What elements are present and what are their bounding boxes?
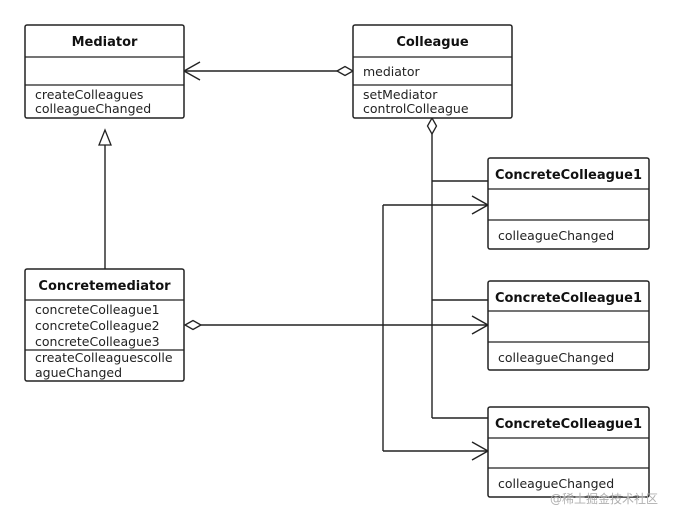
class-concrete-colleague[interactable]: ConcreteColleague1 colleagueChanged [487,406,650,498]
class-colleague[interactable]: Colleague mediator setMediator controlCo… [352,24,513,119]
method-label: createColleaguescolle [35,350,173,365]
concretemediator-mediator-generalization [98,128,112,269]
method-label: agueChanged [35,365,122,380]
aggregation-diamond-icon [183,319,203,331]
class-title: ConcreteColleague1 [495,291,642,306]
concretemediator-colleagues-association [183,195,490,461]
method-label: colleagueChanged [498,476,614,491]
attribute-label: concreteColleague2 [35,318,160,333]
aggregation-diamond-icon [335,65,355,77]
class-concrete-colleague[interactable]: ConcreteColleague1 colleagueChanged [487,280,650,371]
class-title: Concretemediator [38,279,171,294]
colleague-tree [426,116,488,419]
method-label: colleagueChanged [35,101,151,116]
class-title: ConcreteColleague1 [495,168,642,183]
method-label: colleagueChanged [498,228,614,243]
class-title: ConcreteColleague1 [495,417,642,432]
class-mediator[interactable]: Mediator createColleagues colleagueChang… [24,24,185,119]
attribute-label: mediator [363,64,420,79]
colleague-mediator-association [182,61,355,81]
class-concretemediator[interactable]: Concretemediator concreteColleague1 conc… [24,268,185,382]
method-label: colleagueChanged [498,350,614,365]
class-title: Mediator [72,35,138,50]
inheritance-triangle-icon [98,128,112,146]
class-concrete-colleague[interactable]: ConcreteColleague1 colleagueChanged [487,157,650,250]
class-title: Colleague [396,35,469,50]
method-label: createColleagues [35,87,143,102]
method-label: setMediator [363,87,438,102]
watermark: @稀土掘金技术社区 [550,491,658,506]
attribute-label: concreteColleague3 [35,334,160,349]
attribute-label: concreteColleague1 [35,302,160,317]
method-label: controlColleague [363,101,469,116]
aggregation-diamond-icon [426,116,438,136]
